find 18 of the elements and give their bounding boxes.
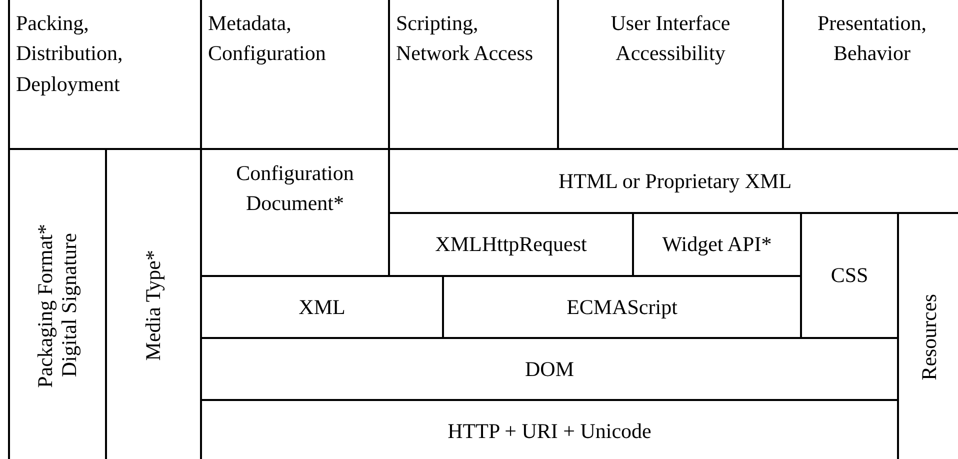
layer-label: ECMAScript bbox=[566, 294, 678, 321]
layer-label: User Interface Accessibility bbox=[610, 10, 732, 68]
layer-label: Presentation, Behavior bbox=[816, 10, 928, 68]
layer-label: Media Type* bbox=[142, 250, 166, 361]
layer-label: Packaging Format* bbox=[34, 224, 58, 388]
layer-label: XMLHttpRequest bbox=[435, 231, 587, 258]
layer-label: XML bbox=[298, 294, 346, 321]
layer-label: Packing, Distribution, Deployment bbox=[16, 10, 124, 98]
layer-label: HTML or Proprietary XML bbox=[558, 168, 792, 195]
layer-label: CSS bbox=[830, 262, 868, 290]
layer-label: DOM bbox=[524, 356, 574, 383]
layer-label: Widget API* bbox=[662, 231, 772, 258]
layer-label: Digital Signature bbox=[58, 233, 81, 378]
layer-label: Configuration Document* bbox=[235, 160, 355, 218]
layer-label: Scripting, Network Access bbox=[396, 10, 534, 68]
layer-label: Metadata, Configuration bbox=[208, 10, 327, 68]
layer-label: HTTP + URI + Unicode bbox=[448, 418, 652, 445]
layer-label: Resources bbox=[918, 294, 942, 381]
